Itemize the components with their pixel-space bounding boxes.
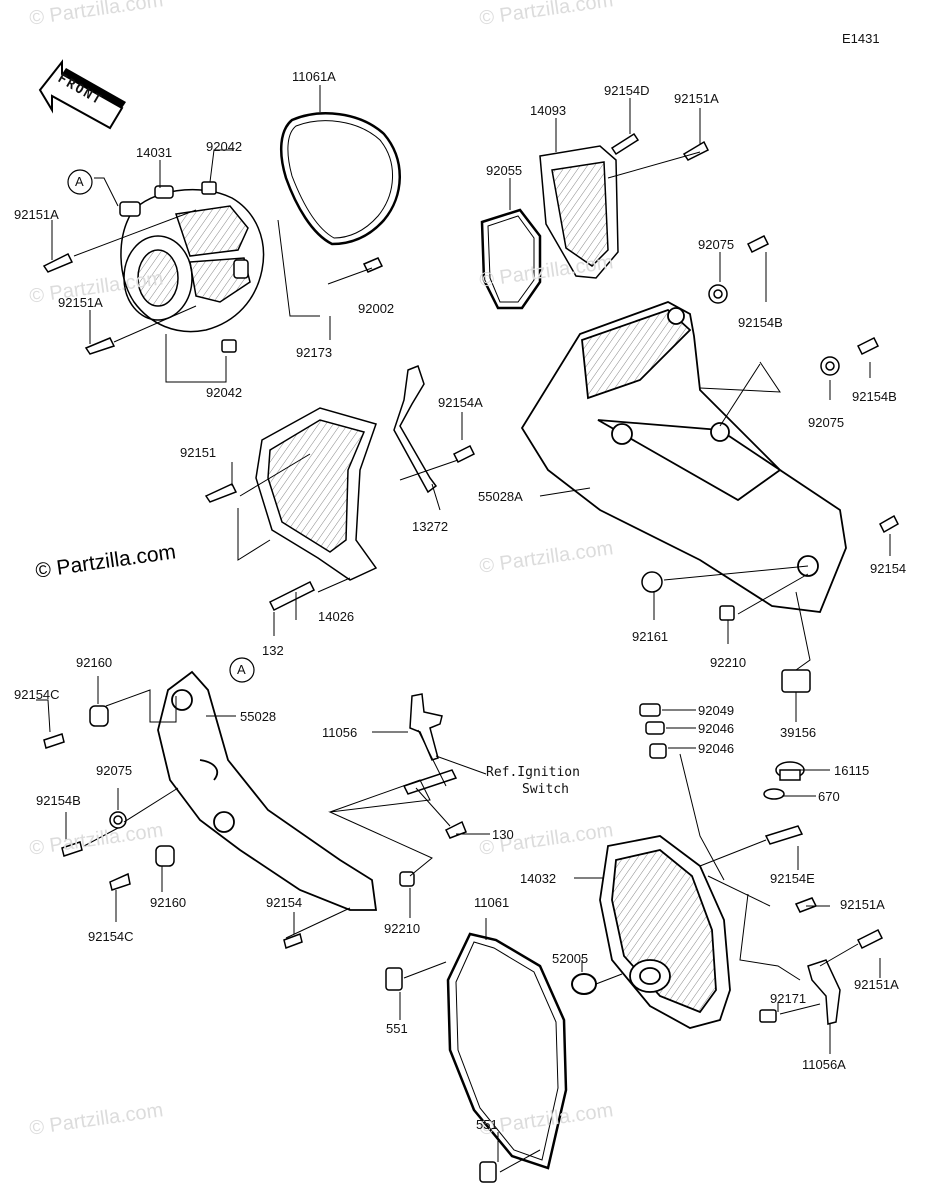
part-label: 13272 — [412, 519, 449, 534]
part-label: 92151 — [180, 445, 217, 460]
part-label: 92151A — [674, 91, 719, 106]
ref-ignition-line1: Ref.Ignition — [486, 765, 580, 780]
dowels-551 — [385, 967, 497, 1183]
part-label: 551 — [386, 1021, 408, 1036]
part-label: 92210 — [710, 655, 747, 670]
part-label: 11061 — [474, 895, 510, 910]
clutch-cover-14032 — [599, 835, 731, 1029]
part-label: 670 — [818, 789, 840, 804]
part-label: 92055 — [486, 163, 523, 178]
part-label: 52005 — [552, 951, 589, 966]
part-label: 92154E — [770, 871, 815, 886]
part-label: 92151A — [58, 295, 103, 310]
bearings — [639, 703, 667, 759]
part-label: 92075 — [808, 415, 845, 430]
part-label: 92173 — [296, 345, 333, 360]
part-label: 11056 — [322, 725, 358, 740]
oil-filler-cap-16115 — [775, 761, 805, 781]
collar-92210 — [719, 605, 735, 621]
bolts — [42, 132, 899, 950]
part-label: 92154D — [604, 83, 650, 98]
clamp-92171 — [759, 1009, 777, 1023]
part-label: 16115 — [834, 763, 870, 778]
part-label: 92154 — [266, 895, 303, 910]
part-label: 14031 — [136, 145, 173, 160]
oring-670 — [763, 788, 785, 800]
part-label: 14093 — [530, 103, 567, 118]
part-label: 551 — [476, 1117, 498, 1132]
part-label: 92002 — [358, 301, 395, 316]
part-label: 92049 — [698, 703, 735, 718]
part-label: 55028A — [478, 489, 523, 504]
part-label: 92154C — [88, 929, 134, 944]
damper-39156 — [781, 669, 811, 693]
part-label: 132 — [262, 643, 284, 658]
part-label: 130 — [492, 827, 514, 842]
chain-cover-14026 — [255, 407, 378, 581]
ref-circle-a — [67, 169, 255, 683]
part-label: 39156 — [780, 725, 817, 740]
cover-55028 — [157, 670, 378, 911]
grommets-92160 — [89, 705, 415, 887]
cover-14093 — [539, 145, 619, 279]
part-label: 92075 — [96, 763, 133, 778]
part-label: 92046 — [698, 721, 735, 736]
ref-marker-a-left: A — [237, 662, 246, 677]
part-label: 92151A — [854, 977, 899, 992]
part-label: 92075 — [698, 237, 735, 252]
ref-marker-a-top: A — [75, 174, 84, 189]
part-label: 14026 — [318, 609, 355, 624]
diagram-code: E1431 — [842, 31, 880, 46]
ref-ignition-line2: Switch — [522, 782, 569, 797]
part-label: 55028 — [240, 709, 277, 724]
gasket-92055 — [480, 208, 542, 310]
part-label: 92042 — [206, 385, 243, 400]
part-label: 92151A — [14, 207, 59, 222]
part-label: 92210 — [384, 921, 421, 936]
part-label: 92154 — [870, 561, 907, 576]
bracket-11056A — [807, 959, 841, 1025]
part-label: 92154B — [36, 793, 81, 808]
part-label: 11061A — [292, 69, 336, 84]
leader-lines — [36, 85, 891, 1173]
part-label: 92160 — [150, 895, 187, 910]
part-label: 11056A — [802, 1057, 846, 1072]
part-label: 92154B — [852, 389, 897, 404]
part-label: 92154A — [438, 395, 483, 410]
part-label: 92154B — [738, 315, 783, 330]
washers-92075 — [109, 284, 840, 829]
part-label: 92151A — [840, 897, 885, 912]
part-label: 92046 — [698, 741, 735, 756]
gasket-11061A — [280, 112, 401, 246]
cover-55028A — [520, 301, 847, 613]
plug-92161 — [641, 571, 663, 593]
guide-13272 — [393, 365, 438, 494]
part-label: 92161 — [632, 629, 669, 644]
generator-cover-14031 — [119, 185, 265, 333]
part-label: 14032 — [520, 871, 557, 886]
part-label: 92171 — [770, 991, 807, 1006]
part-label: 92160 — [76, 655, 113, 670]
part-label: 92042 — [206, 139, 243, 154]
bracket-11056 — [409, 693, 443, 761]
gasket-11061 — [446, 932, 568, 1170]
part-label: 92154C — [14, 687, 60, 702]
seal-52005 — [571, 973, 597, 995]
front-arrow-icon — [38, 59, 126, 130]
